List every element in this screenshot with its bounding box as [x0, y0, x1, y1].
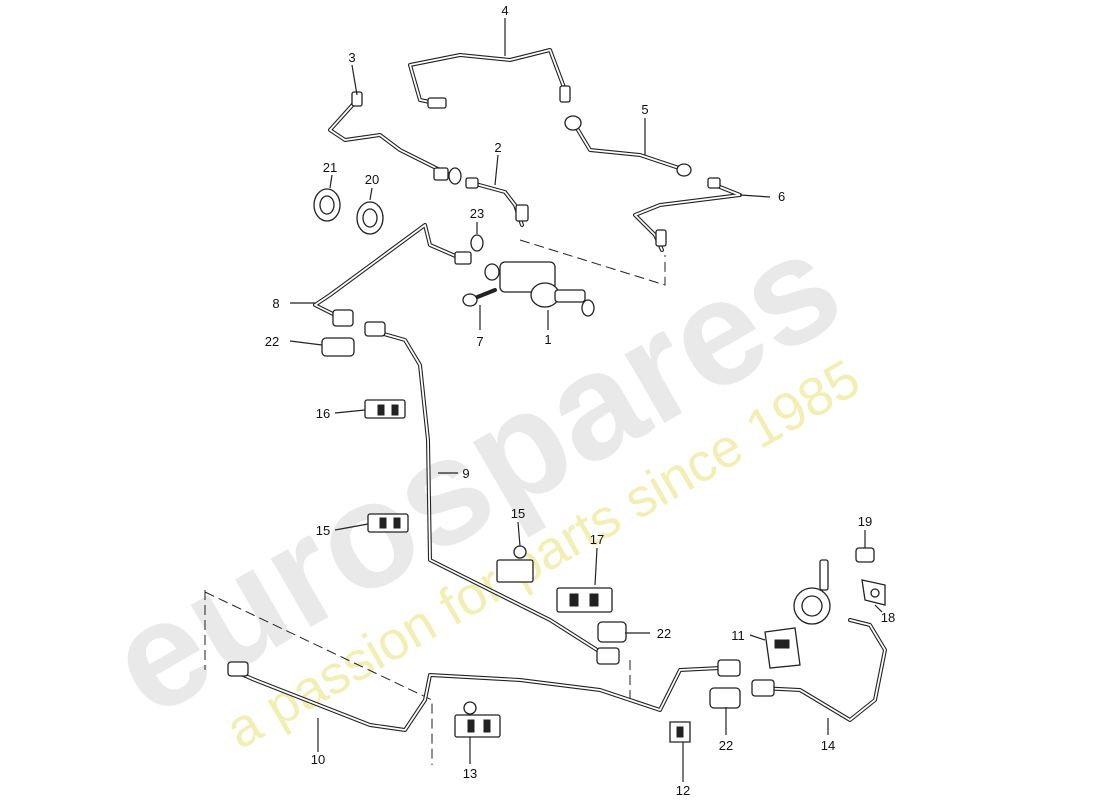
pipe-6 — [633, 177, 742, 252]
callout-22-mid: 22 — [657, 626, 671, 641]
callout-22-left: 22 — [265, 334, 279, 349]
clip-15-mid — [496, 545, 534, 583]
bracket-20 — [861, 579, 886, 606]
connector-22-right — [709, 687, 741, 709]
callout-19: 21 — [323, 160, 337, 175]
guide-upper — [519, 239, 666, 286]
clip-17 — [556, 587, 613, 613]
seal-18 — [356, 201, 384, 235]
pipe-10 — [227, 659, 741, 732]
callout-15-mid: 15 — [511, 506, 525, 521]
pipe-9 — [364, 321, 620, 665]
seal-19 — [313, 188, 341, 222]
pipe-4 — [408, 48, 571, 109]
clip-15-left — [367, 513, 409, 533]
callout-22-right: 22 — [719, 738, 733, 753]
callout-23: 23 — [470, 206, 484, 221]
callout-13: 13 — [463, 766, 477, 781]
callout-10: 10 — [311, 752, 325, 767]
callout-20: 18 — [881, 610, 895, 625]
bracket-11 — [764, 627, 801, 669]
clip-12 — [669, 721, 691, 743]
callout-8: 8 — [272, 296, 279, 311]
callout-18: 20 — [365, 172, 379, 187]
callout-14: 14 — [821, 738, 835, 753]
callout-16: 16 — [316, 406, 330, 421]
bolt-7 — [462, 288, 497, 307]
pipe-2 — [465, 177, 529, 227]
clip-21 — [855, 547, 875, 563]
watermark-brand: eurospares — [82, 198, 866, 748]
callout-12: 12 — [676, 783, 690, 798]
callouts: 4 3 5 2 21 20 6 23 8 7 1 22 16 9 15 15 1… — [265, 3, 895, 798]
callout-11: 11 — [731, 628, 745, 643]
pipe-5 — [564, 115, 692, 177]
washer-23 — [470, 234, 484, 252]
callout-4: 4 — [501, 3, 508, 18]
connector-22-mid — [597, 621, 627, 643]
leader-lines — [289, 18, 883, 782]
callout-6: 6 — [778, 189, 785, 204]
clip-16 — [364, 399, 406, 419]
clip-13 — [454, 701, 501, 738]
callout-15-left: 15 — [316, 523, 330, 538]
callout-7: 7 — [476, 334, 483, 349]
master-cylinder-1 — [484, 261, 595, 317]
callout-9: 9 — [462, 466, 469, 481]
connector-22-left — [321, 337, 355, 357]
callout-3: 3 — [348, 50, 355, 65]
callout-17: 17 — [590, 532, 604, 547]
assembly-guides — [204, 239, 666, 765]
hose-14 — [751, 559, 887, 722]
callout-5: 5 — [641, 102, 648, 117]
callout-2: 2 — [494, 140, 501, 155]
callout-21: 19 — [858, 514, 872, 529]
callout-1: 1 — [544, 332, 551, 347]
guide-lower-diag — [204, 591, 433, 765]
pipe-8 — [313, 223, 472, 327]
